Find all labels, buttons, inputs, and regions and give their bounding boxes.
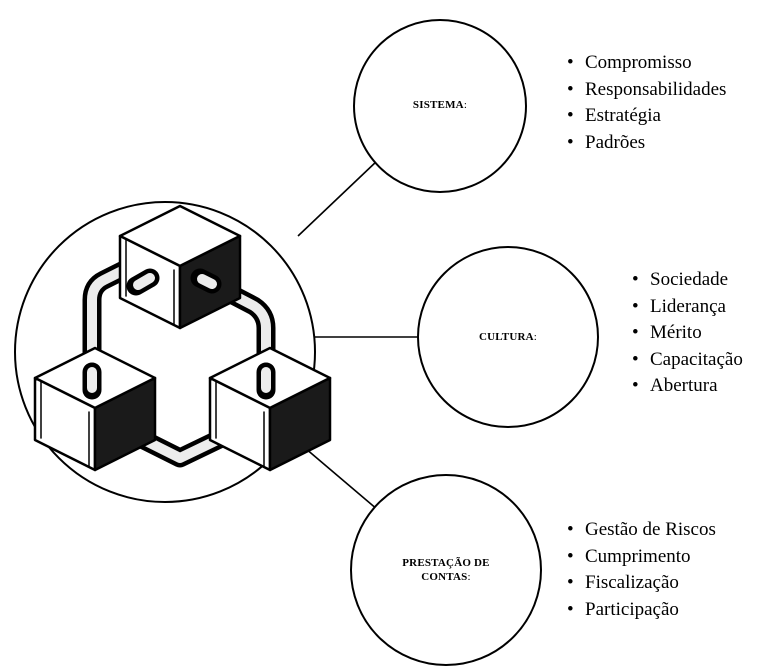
connector-sistema (297, 159, 379, 237)
circle-prestacao (350, 474, 542, 666)
node-title-prestacao-line2: CONTAS (421, 571, 468, 583)
node-suffix-cultura: : (533, 331, 538, 343)
interlocking-cubes-icon (33, 204, 332, 472)
node-title-prestacao-line1: PRESTAÇÃO DE (402, 557, 490, 569)
list-item: Gestão de Riscos (565, 517, 716, 544)
node-label-cultura: CULTURA: (458, 330, 558, 344)
node-label-prestacao: PRESTAÇÃO DE CONTAS: (376, 556, 516, 584)
list-item: Cumprimento (565, 544, 716, 571)
node-suffix-sistema: : (463, 99, 468, 111)
list-item: Capacitação (630, 347, 743, 374)
list-cultura: Sociedade Liderança Mérito Capacitação A… (630, 267, 743, 400)
list-sistema: Compromisso Responsabilidades Estratégia… (565, 50, 726, 156)
list-item: Compromisso (565, 50, 726, 77)
list-item: Mérito (630, 320, 743, 347)
list-item: Liderança (630, 294, 743, 321)
connector-prestacao (304, 447, 379, 511)
list-item: Fiscalização (565, 570, 716, 597)
list-item: Participação (565, 597, 716, 624)
circle-cultura (417, 246, 599, 428)
list-item: Padrões (565, 130, 726, 157)
node-title-cultura: CULTURA (478, 331, 534, 343)
list-prestacao: Gestão de Riscos Cumprimento Fiscalizaçã… (565, 517, 716, 623)
list-item: Responsabilidades (565, 77, 726, 104)
circle-sistema (353, 19, 527, 193)
node-suffix-prestacao: : (467, 571, 471, 583)
list-item: Estratégia (565, 103, 726, 130)
node-title-sistema: SISTEMA (412, 99, 464, 111)
list-item: Abertura (630, 373, 743, 400)
node-label-sistema: SISTEMA: (390, 98, 490, 112)
list-item: Sociedade (630, 267, 743, 294)
